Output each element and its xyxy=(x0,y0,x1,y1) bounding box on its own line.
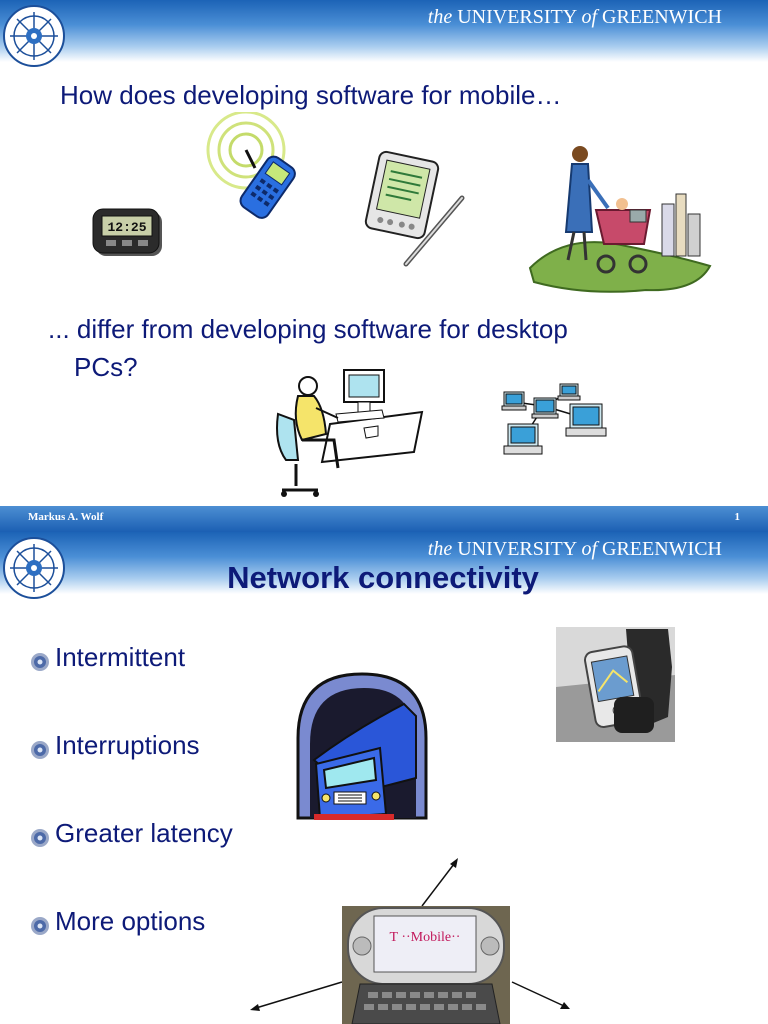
arrow-down-left-icon xyxy=(250,981,343,1011)
person-at-desktop-illustration xyxy=(276,369,424,497)
sidekick-phone-photo: T ··Mobile·· xyxy=(342,906,510,1024)
question-line-2b: PCs? xyxy=(74,352,138,382)
question-line-2a: ... differ from developing software for … xyxy=(48,314,568,344)
train-tunnel-illustration xyxy=(296,672,428,820)
pda-stylus-icon xyxy=(364,150,465,267)
bullet-gear-icon xyxy=(31,917,49,935)
slide-1: the UNIVERSITY of GREENWICH How does dev… xyxy=(0,0,768,497)
footer-author: Markus A. Wolf xyxy=(28,511,104,523)
bullet-gear-icon xyxy=(31,653,49,671)
phone-brand-label: T ··Mobile·· xyxy=(389,930,461,945)
bullet-text: Interruptions xyxy=(55,730,200,760)
question-line-1: How does developing software for mobile… xyxy=(60,80,562,110)
bullet-item: Intermittent xyxy=(30,642,360,682)
car-mounted-pda-photo xyxy=(556,627,675,742)
bullet-text: Intermittent xyxy=(55,642,186,672)
university-title: the UNIVERSITY of GREENWICH xyxy=(427,538,722,560)
cell-phone-icon xyxy=(206,112,296,219)
pager-time: 12:25 xyxy=(107,220,146,235)
university-title: the UNIVERSITY of GREENWICH xyxy=(427,6,722,28)
slide-title: Network connectivity xyxy=(227,560,539,595)
bullet-gear-icon xyxy=(31,741,49,759)
bullet-item: Greater latency xyxy=(30,818,360,858)
university-crest-icon xyxy=(3,537,65,599)
arrow-down-right-icon xyxy=(511,981,570,1009)
bullet-item: Interruptions xyxy=(30,730,360,770)
pager-icon: 12:25 xyxy=(92,208,162,256)
slide-footer: Markus A. Wolf 1 xyxy=(0,506,768,532)
computer-network-illustration xyxy=(501,383,607,455)
bullet-text: More options xyxy=(55,906,206,936)
mother-stroller-illustration xyxy=(528,146,712,293)
bullet-item: More options xyxy=(30,906,360,946)
slide-header-band: the UNIVERSITY of GREENWICH xyxy=(0,532,768,599)
bullet-text: Greater latency xyxy=(55,818,233,848)
footer-page-number: 1 xyxy=(734,511,741,523)
bullet-gear-icon xyxy=(31,829,49,847)
slide-2: the UNIVERSITY of GREENWICH Network conn… xyxy=(0,532,768,1024)
university-crest-icon xyxy=(3,5,65,67)
slide-header-band: the UNIVERSITY of GREENWICH xyxy=(0,0,768,67)
arrow-up-right-icon xyxy=(421,858,458,907)
